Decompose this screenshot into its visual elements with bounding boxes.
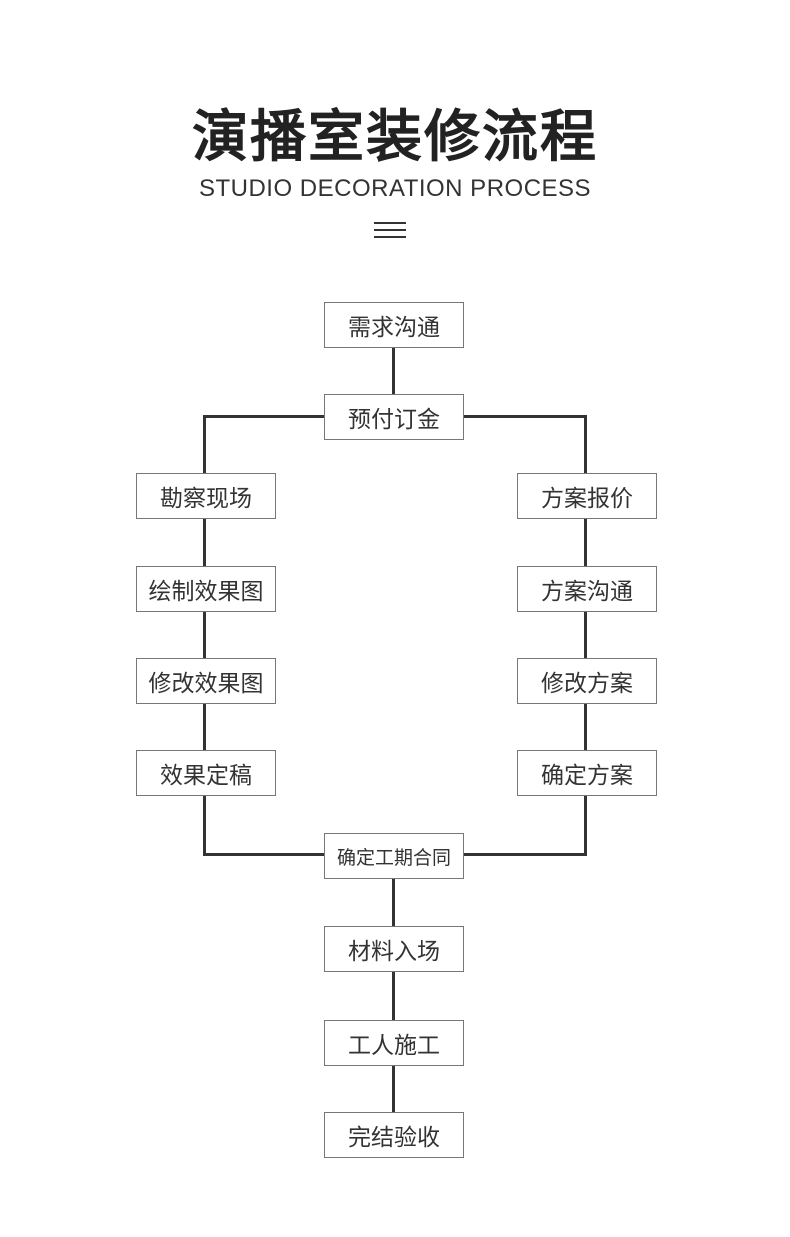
step-box-construction: 工人施工	[324, 1020, 464, 1066]
step-box-deposit: 预付订金	[324, 394, 464, 440]
step-box-requirement: 需求沟通	[324, 302, 464, 348]
menu-lines-icon	[374, 222, 406, 238]
connector-line	[392, 878, 395, 1118]
page-subtitle: STUDIO DECORATION PROCESS	[198, 175, 592, 202]
step-box-left: 效果定稿	[136, 750, 276, 796]
step-box-materials: 材料入场	[324, 926, 464, 972]
step-box-left: 绘制效果图	[136, 566, 276, 612]
connector-line	[392, 348, 395, 396]
step-box-right: 修改方案	[517, 658, 657, 704]
page-title: 演播室装修流程	[192, 105, 598, 170]
step-box-left: 勘察现场	[136, 473, 276, 519]
step-box-left: 修改效果图	[136, 658, 276, 704]
step-box-right: 方案报价	[517, 473, 657, 519]
step-box-contract: 确定工期合同	[324, 833, 464, 879]
step-box-right: 方案沟通	[517, 566, 657, 612]
connector-line	[203, 415, 206, 856]
connector-line	[584, 415, 587, 856]
step-box-acceptance: 完结验收	[324, 1112, 464, 1158]
step-box-right: 确定方案	[517, 750, 657, 796]
